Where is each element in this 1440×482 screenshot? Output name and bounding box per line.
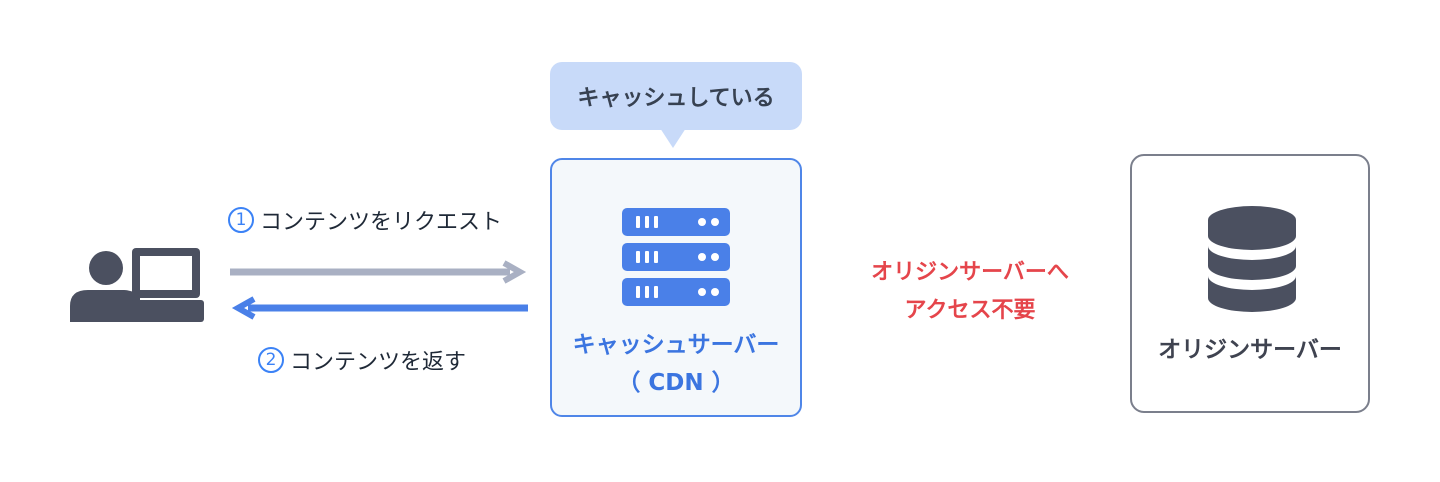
- note-line1: オリジンサーバーへ: [871, 260, 1069, 285]
- step-return-label: 2 コンテンツを返す: [258, 344, 466, 376]
- origin-server-box: [1130, 154, 1370, 413]
- step-number-badge: 1: [228, 207, 254, 233]
- request-arrow: [230, 260, 527, 284]
- cdn-label-line1: キャッシュサーバー: [572, 332, 780, 358]
- user-with-laptop-icon: [70, 248, 204, 322]
- cache-status-bubble: キャッシュしている: [550, 62, 802, 130]
- cdn-label-line2: （ CDN ）: [617, 370, 735, 396]
- return-arrow: [231, 296, 528, 320]
- origin-server-label: オリジンサーバー: [1158, 337, 1342, 363]
- origin-access-note: オリジンサーバーへ アクセス不要: [840, 254, 1100, 330]
- server-rack-icon: [622, 208, 730, 306]
- step-text: コンテンツをリクエスト: [260, 210, 503, 235]
- step-request-label: 1 コンテンツをリクエスト: [228, 204, 502, 236]
- step-text: コンテンツを返す: [290, 350, 467, 375]
- note-line2: アクセス不要: [904, 298, 1036, 323]
- database-icon: [1208, 206, 1296, 312]
- cdn-label: キャッシュサーバー （ CDN ）: [550, 326, 802, 402]
- step-number-badge: 2: [258, 347, 284, 373]
- bubble-tail: [660, 128, 686, 148]
